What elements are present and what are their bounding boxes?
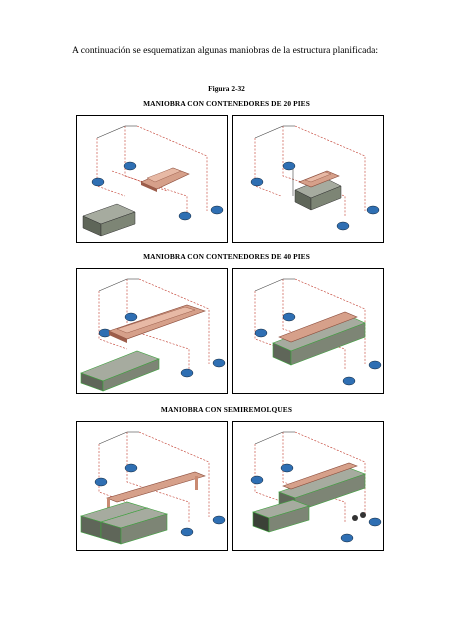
section-title-20ft: MANIOBRA CON CONTENEDORES DE 20 PIES bbox=[143, 99, 310, 108]
wheel-icon bbox=[212, 358, 226, 368]
figure-label: Figura 2-32 bbox=[208, 84, 245, 93]
wheel-icon bbox=[366, 205, 380, 215]
wheel-icon bbox=[124, 463, 138, 473]
wheel-icon bbox=[123, 161, 137, 171]
section-title-40ft: MANIOBRA CON CONTENEDORES DE 40 PIES bbox=[143, 252, 310, 261]
wheel-icon bbox=[91, 177, 105, 187]
wheel-icon bbox=[282, 161, 296, 171]
wheel-icon bbox=[254, 328, 268, 338]
wheel-icon bbox=[210, 205, 224, 215]
wheel-icon bbox=[250, 475, 264, 485]
section-title-semitrailers: MANIOBRA CON SEMIREMOLQUES bbox=[160, 405, 293, 414]
diagram-semitrailer-left bbox=[76, 421, 228, 551]
diagram-semitrailer-right bbox=[232, 421, 384, 551]
wheel-icon bbox=[340, 533, 354, 543]
wheel-icon bbox=[368, 360, 382, 370]
wheel-icon bbox=[282, 312, 296, 322]
wheel-icon bbox=[180, 527, 194, 537]
wheel-icon bbox=[94, 477, 108, 487]
diagram-40ft-right bbox=[232, 268, 384, 394]
crane-frame-lines bbox=[96, 125, 208, 216]
diagram-20ft-left bbox=[76, 115, 228, 243]
wheel-icon bbox=[178, 211, 192, 221]
intro-paragraph: A continuación se esquematizan algunas m… bbox=[72, 45, 379, 56]
wheel-icon bbox=[180, 368, 194, 378]
wheel-icon bbox=[212, 515, 226, 525]
wheel-icon bbox=[124, 312, 138, 322]
wheel-icon bbox=[336, 221, 350, 231]
diagram-40ft-left bbox=[76, 268, 228, 394]
wheel-icon bbox=[342, 376, 356, 386]
wheel-icon bbox=[368, 517, 382, 527]
wheel-icon bbox=[280, 463, 294, 473]
wheel-icon bbox=[250, 177, 264, 187]
diagram-20ft-right bbox=[232, 115, 384, 243]
